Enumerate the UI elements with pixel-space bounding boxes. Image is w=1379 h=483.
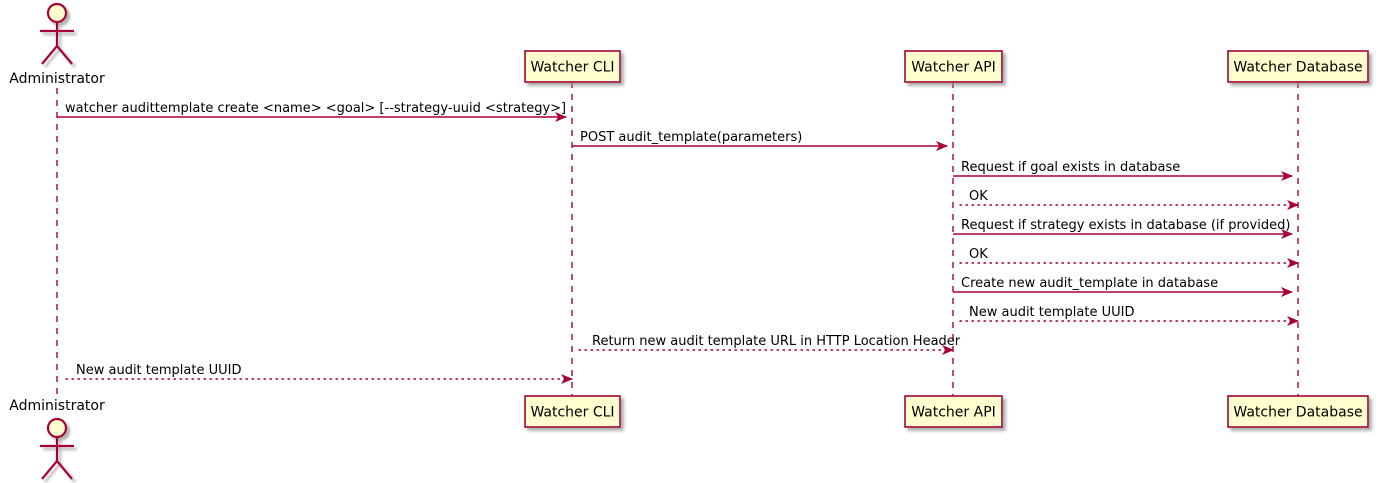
message-9-label: Return new audit template URL in HTTP Lo… (592, 334, 961, 349)
message-5-label: Request if strategy exists in database (… (961, 218, 1290, 233)
participant-label-watcher-database-top: Watcher Database (1233, 60, 1362, 76)
message-9[interactable]: Return new audit template URL in HTTP Lo… (578, 334, 961, 355)
actor-label-administrator-bottom: Administrator (9, 398, 105, 414)
participant-label-watcher-cli-top: Watcher CLI (530, 60, 614, 76)
message-8-label: New audit template UUID (969, 305, 1134, 320)
actor-administrator-top[interactable]: Administrator (9, 2, 105, 87)
message-6-label: OK (969, 247, 988, 262)
message-7[interactable]: Create new audit_template in database (953, 276, 1293, 297)
participant-box-watcher-database-top[interactable]: Watcher Database (1227, 50, 1369, 83)
message-3[interactable]: Request if goal exists in database (953, 160, 1293, 181)
message-2[interactable]: POST audit_template(parameters) (572, 130, 948, 151)
message-3-label: Request if goal exists in database (961, 160, 1180, 175)
participant-rect-watcher-cli-top (524, 50, 621, 83)
actor-administrator-bottom[interactable]: Administrator (9, 398, 105, 480)
message-7-label: Create new audit_template in database (961, 276, 1218, 291)
actor-label-administrator-top: Administrator (9, 71, 105, 87)
participant-label-watcher-cli-bottom: Watcher CLI (530, 405, 614, 421)
participant-box-watcher-cli-top[interactable]: Watcher CLI (524, 50, 621, 83)
participant-rect-watcher-database-top (1227, 50, 1369, 83)
participant-label-watcher-database-bottom: Watcher Database (1233, 405, 1362, 421)
participant-box-watcher-database-bottom[interactable]: Watcher Database (1227, 395, 1369, 428)
participant-rect-watcher-api-top (904, 50, 1003, 83)
participant-box-watcher-cli-bottom[interactable]: Watcher CLI (524, 395, 621, 428)
participant-box-watcher-api-top[interactable]: Watcher API (904, 50, 1003, 83)
message-4-label: OK (969, 189, 988, 204)
message-6[interactable]: OK (959, 247, 1299, 268)
participant-rect-watcher-cli-bottom (524, 395, 621, 428)
message-10-label: New audit template UUID (76, 363, 241, 378)
actor-figure-top-icon (40, 2, 74, 65)
message-5[interactable]: Request if strategy exists in database (… (953, 218, 1293, 239)
message-2-label: POST audit_template(parameters) (580, 130, 802, 145)
participant-rect-watcher-api-bottom (904, 395, 1003, 428)
participant-label-watcher-api-top: Watcher API (911, 60, 996, 76)
participant-label-watcher-api-bottom: Watcher API (911, 405, 996, 421)
participant-rect-watcher-database-bottom (1227, 395, 1369, 428)
participant-box-watcher-api-bottom[interactable]: Watcher API (904, 395, 1003, 428)
message-4[interactable]: OK (959, 189, 1299, 210)
lifelines (56, 82, 1299, 396)
message-1[interactable]: watcher audittemplate create <name> <goa… (57, 101, 567, 122)
actor-figure-bottom-icon (40, 417, 74, 480)
message-10[interactable]: New audit template UUID (63, 363, 573, 384)
message-8[interactable]: New audit template UUID (959, 305, 1299, 326)
message-1-label: watcher audittemplate create <name> <goa… (65, 101, 566, 116)
